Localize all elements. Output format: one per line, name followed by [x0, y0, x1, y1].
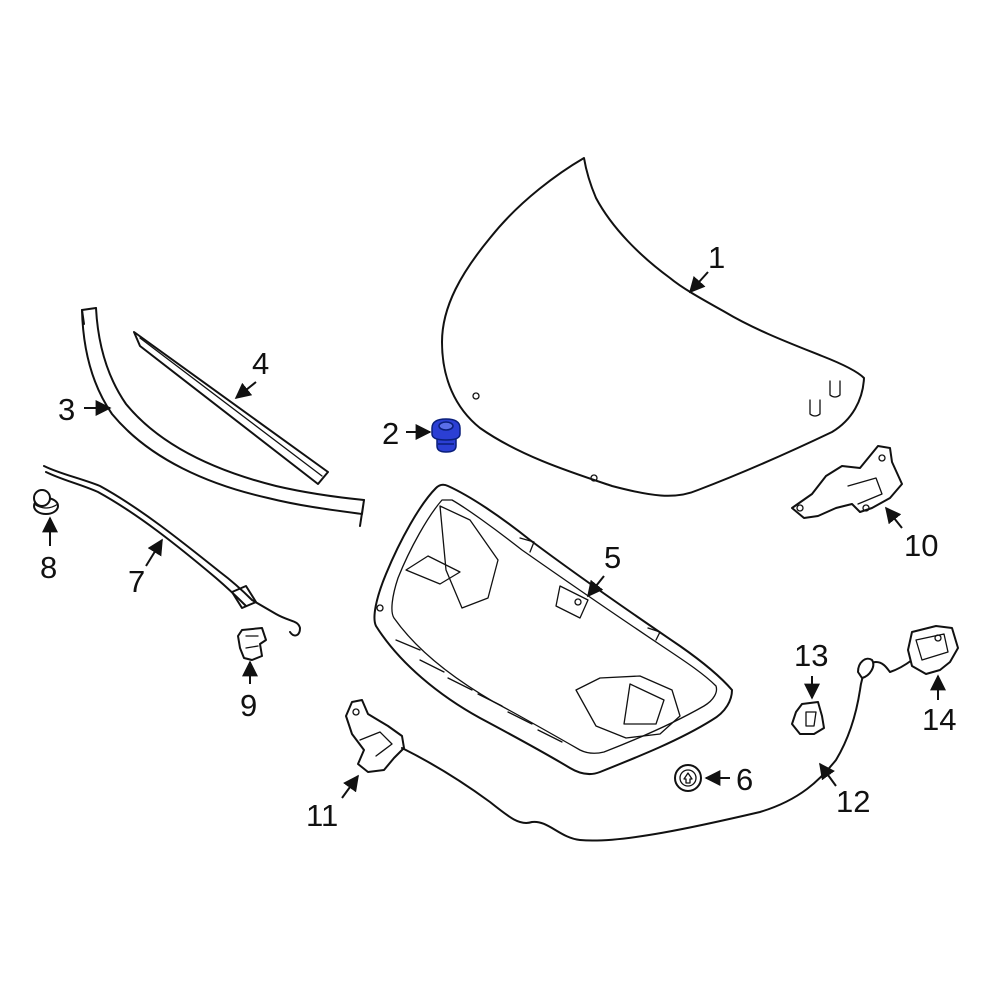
- prop-rod-clip[interactable]: [237, 627, 267, 661]
- prop-rod-grommet[interactable]: [33, 489, 59, 515]
- callout-5: 5: [604, 540, 621, 575]
- callout-14: 14: [922, 702, 956, 737]
- callout-7: 7: [128, 564, 145, 599]
- hood-strip[interactable]: [133, 331, 329, 485]
- hood-plug[interactable]: [674, 764, 702, 792]
- callout-11: 11: [306, 798, 338, 833]
- callout-6: 6: [736, 762, 753, 797]
- hood-release-handle[interactable]: [907, 625, 959, 675]
- callout-13: 13: [794, 638, 828, 673]
- callout-labels: 1 2 3 4 5 6 7 8 9 10 11 12 13 14: [40, 240, 956, 833]
- callout-12: 12: [836, 784, 870, 819]
- hood-panel[interactable]: [441, 157, 865, 497]
- callout-10: 10: [904, 528, 938, 563]
- hood-seal[interactable]: [81, 307, 365, 527]
- hood-clip[interactable]: [791, 701, 825, 735]
- hood-latch[interactable]: [345, 699, 405, 773]
- callout-3: 3: [58, 392, 75, 427]
- hood-bumper-highlighted[interactable]: [431, 418, 461, 453]
- hood-release-cable[interactable]: [401, 657, 913, 842]
- callout-1: 1: [708, 240, 725, 275]
- hood-prop-rod[interactable]: [43, 465, 301, 637]
- callout-2: 2: [382, 416, 399, 451]
- callout-8: 8: [40, 550, 57, 585]
- callout-4: 4: [252, 346, 269, 381]
- hood-insulator[interactable]: [373, 483, 733, 776]
- leader-lines: [42, 271, 946, 799]
- callout-9: 9: [240, 688, 257, 723]
- hood-hinge[interactable]: [791, 445, 903, 519]
